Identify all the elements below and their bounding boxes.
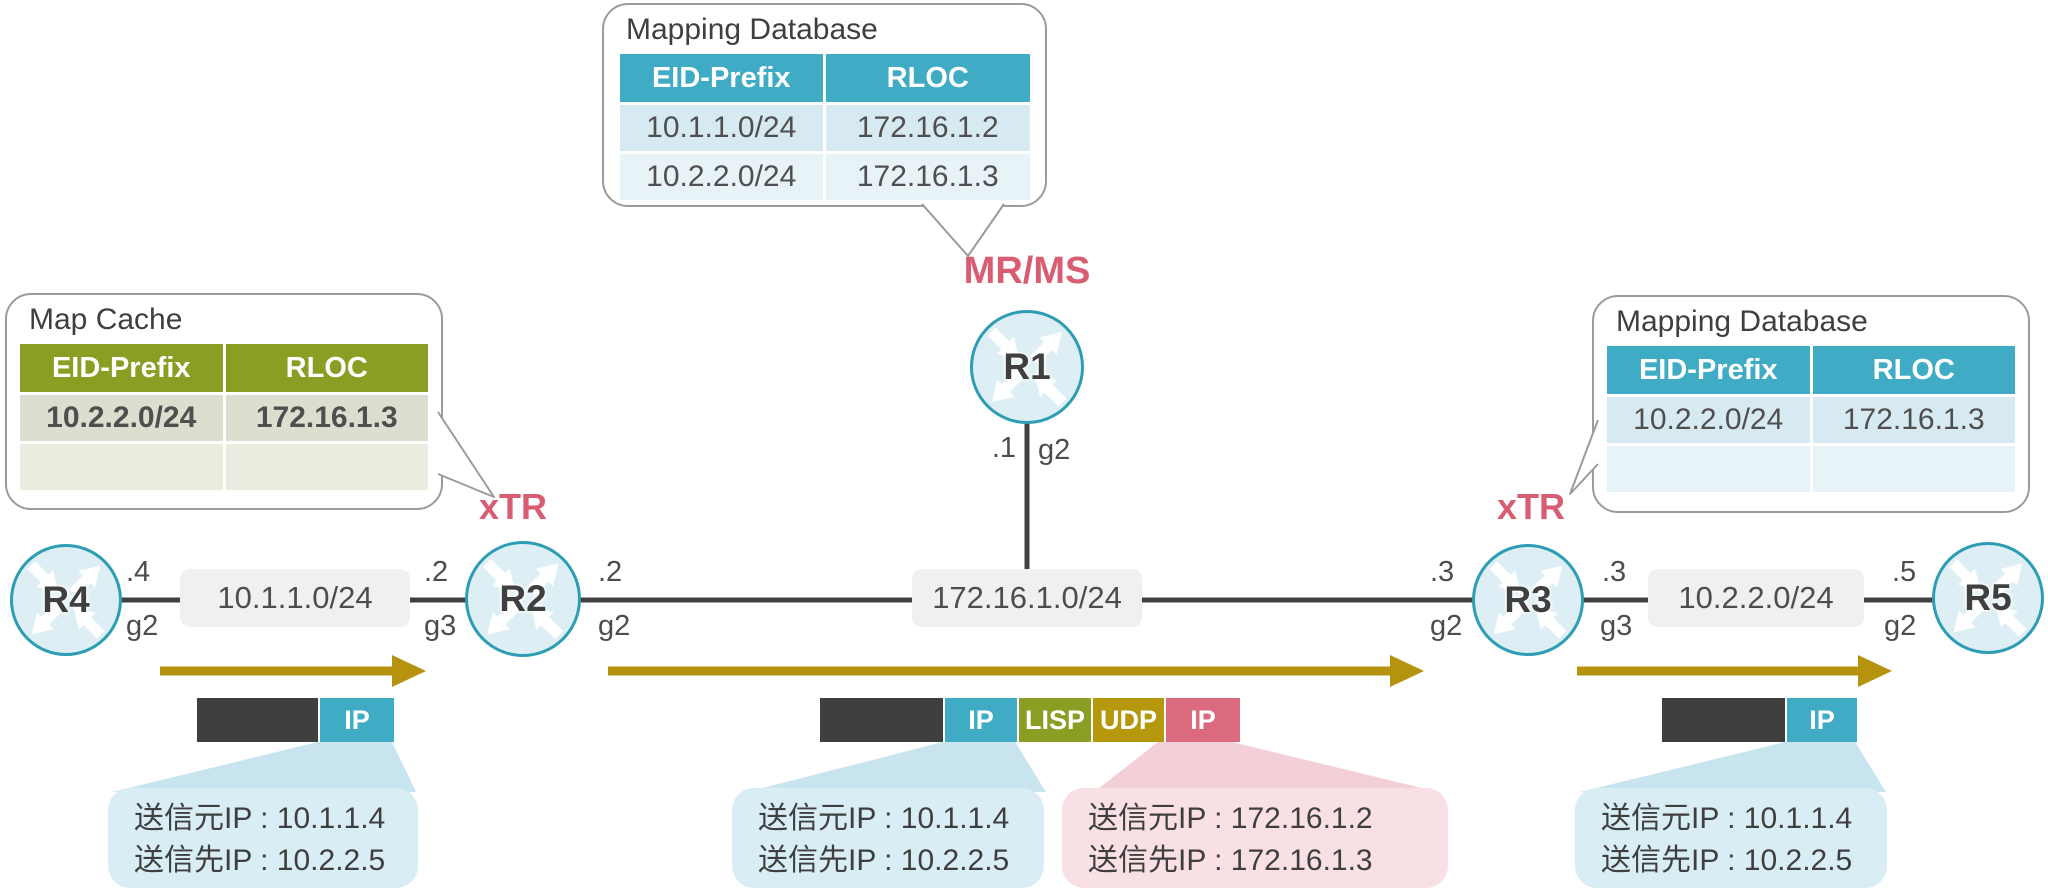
table-cell: 172.16.1.3: [826, 154, 1030, 200]
table-cell-empty: [20, 444, 223, 490]
if-r2-right-addr: .2: [598, 556, 623, 588]
if-r1-port: g2: [1038, 434, 1071, 466]
if-r2-left-port: g3: [424, 610, 457, 642]
router-r2: R2: [465, 541, 581, 657]
router-r3: R3: [1472, 544, 1584, 656]
if-r2-right-port: g2: [598, 610, 631, 642]
xtr-label-right: xTR: [1496, 486, 1565, 527]
leader-left-ip: [112, 742, 416, 792]
network-172-16-1-0: 172.16.1.0/24: [912, 569, 1142, 627]
ip-note-middle-outer: 送信元IP : 172.16.1.2 送信先IP : 172.16.1.3: [1062, 788, 1448, 888]
packet-right: IP: [1662, 698, 1857, 742]
mapping-database-right-table: EID-Prefix RLOC 10.2.2.0/24 172.16.1.3: [1607, 346, 2015, 492]
src-ip-line: 送信元IP : 10.1.1.4: [1601, 802, 1853, 835]
mapping-database-top-table: EID-Prefix RLOC 10.1.1.0/24 172.16.1.2 1…: [619, 54, 1030, 200]
src-ip-line: 送信元IP : 10.1.1.4: [134, 802, 386, 835]
src-ip-line: 送信元IP : 172.16.1.2: [1088, 802, 1373, 835]
dst-ip-line: 送信先IP : 10.2.2.5: [134, 844, 386, 877]
packet-payload: [1662, 698, 1785, 742]
ip-note-middle-inner: 送信元IP : 10.1.1.4 送信先IP : 10.2.2.5: [732, 788, 1044, 888]
xtr-label-left: xTR: [478, 486, 547, 527]
router-icon: [482, 558, 564, 640]
mapping-database-right-title: Mapping Database: [1616, 305, 1868, 338]
packet-outer-ip-header: IP: [1166, 698, 1240, 742]
if-r1-addr: .1: [991, 432, 1016, 464]
packet-udp-header: UDP: [1093, 698, 1164, 742]
if-r5-port: g2: [1884, 610, 1917, 642]
column-header-rloc: RLOC: [826, 54, 1030, 102]
dst-ip-line: 送信先IP : 10.2.2.5: [1601, 844, 1853, 877]
router-r1: R1: [970, 310, 1084, 424]
router-r4-label: R4: [42, 579, 90, 620]
if-r3-left-port: g2: [1430, 610, 1463, 642]
map-cache-table: EID-Prefix RLOC 10.2.2.0/24 172.16.1.3: [20, 344, 428, 490]
table-cell: 10.2.2.0/24: [619, 154, 823, 200]
packet-payload: [197, 698, 318, 742]
if-r3-left-addr: .3: [1430, 556, 1455, 588]
packet-payload: [820, 698, 943, 742]
packet-ip-header: IP: [1787, 698, 1857, 742]
if-r2-left-addr: .2: [424, 556, 449, 588]
if-r4-addr: .4: [126, 556, 151, 588]
leader-mid-outer-ip: [1094, 742, 1438, 792]
column-header-eid-prefix: EID-Prefix: [619, 54, 823, 102]
table-cell-empty: [225, 444, 428, 490]
dst-ip-line: 送信先IP : 10.2.2.5: [758, 844, 1010, 877]
packet-inner-ip-header: IP: [945, 698, 1017, 742]
router-r1-label: R1: [1003, 346, 1051, 387]
packet-left: IP: [197, 698, 394, 742]
packet-lisp-header: LISP: [1019, 698, 1091, 742]
table-cell: 172.16.1.2: [826, 105, 1030, 151]
network-10-1-1-0: 10.1.1.0/24: [180, 569, 410, 627]
if-r4-port: g2: [126, 610, 159, 642]
table-cell-empty: [1812, 446, 2015, 492]
table-cell: 172.16.1.3: [1812, 397, 2015, 443]
ip-note-right: 送信元IP : 10.1.1.4 送信先IP : 10.2.2.5: [1575, 788, 1887, 888]
leader-right-ip: [1580, 742, 1886, 792]
if-r5-addr: .5: [1892, 556, 1917, 588]
column-header-eid-prefix: EID-Prefix: [20, 344, 223, 392]
router-r3-label: R3: [1504, 579, 1552, 620]
if-r3-right-addr: .3: [1602, 556, 1627, 588]
network-10-2-2-0: 10.2.2.0/24: [1648, 569, 1864, 627]
packet-ip-header: IP: [320, 698, 394, 742]
table-cell: 10.2.2.0/24: [1607, 397, 1810, 443]
packet-middle-encapsulated: IP LISP UDP IP: [820, 698, 1240, 742]
router-icon: [27, 561, 105, 639]
column-header-eid-prefix: EID-Prefix: [1607, 346, 1810, 394]
mapping-database-right-callout: Mapping Database EID-Prefix RLOC 10.2.2.…: [1592, 295, 2030, 513]
router-r4: R4: [10, 544, 122, 656]
router-icon: [1949, 559, 2027, 637]
dst-ip-line: 送信先IP : 172.16.1.3: [1088, 844, 1373, 877]
router-r5: R5: [1932, 542, 2044, 654]
table-cell: 172.16.1.3: [225, 395, 428, 441]
leader-mid-inner-ip: [747, 742, 1046, 792]
column-header-rloc: RLOC: [1812, 346, 2015, 394]
router-r2-label: R2: [499, 578, 547, 619]
router-icon: [987, 327, 1067, 407]
table-cell: 10.1.1.0/24: [619, 105, 823, 151]
map-cache-callout: Map Cache EID-Prefix RLOC 10.2.2.0/24 17…: [5, 293, 443, 510]
column-header-rloc: RLOC: [225, 344, 428, 392]
mapping-database-top-callout: Mapping Database EID-Prefix RLOC 10.1.1.…: [602, 3, 1047, 207]
mr-ms-label: MR/MS: [963, 250, 1091, 292]
ip-note-left: 送信元IP : 10.1.1.4 送信先IP : 10.2.2.5: [108, 788, 418, 888]
table-cell: 10.2.2.0/24: [20, 395, 223, 441]
table-cell-empty: [1607, 446, 1810, 492]
if-r3-right-port: g3: [1600, 610, 1633, 642]
map-cache-title: Map Cache: [29, 303, 183, 336]
mapping-database-top-title: Mapping Database: [626, 13, 878, 46]
router-icon: [1489, 561, 1567, 639]
router-r5-label: R5: [1964, 577, 2012, 618]
src-ip-line: 送信元IP : 10.1.1.4: [758, 802, 1010, 835]
